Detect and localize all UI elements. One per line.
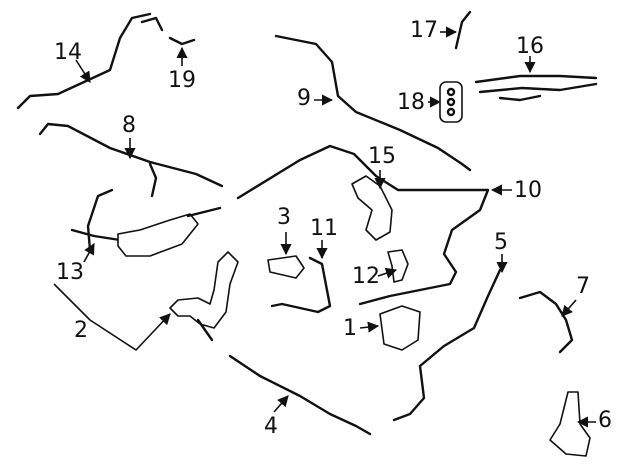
callout-16: 16 [516, 34, 544, 59]
part-17-hose [454, 10, 472, 50]
callout-15: 15 [368, 144, 396, 169]
leader-arrow-14 [75, 59, 91, 83]
leader-arrow-12 [377, 267, 398, 279]
part-15-hose [351, 175, 393, 241]
callout-13: 13 [56, 260, 84, 285]
callout-18: 18 [397, 90, 425, 115]
part-19-elbow [168, 36, 196, 46]
leader-line-2 [53, 283, 170, 352]
part-12-elbow [387, 249, 409, 283]
part-2-hose [169, 251, 239, 342]
part-9-pipe [274, 34, 472, 172]
callout-8: 8 [122, 113, 136, 138]
callout-9: 9 [297, 86, 311, 111]
leader-arrow-4 [273, 395, 289, 413]
leader-arrow-1 [359, 321, 380, 333]
callout-19: 19 [168, 68, 196, 93]
callout-17: 17 [410, 18, 438, 43]
part-11-line [270, 256, 332, 314]
leader-arrow-13 [83, 243, 95, 263]
callout-1: 1 [343, 316, 357, 341]
callout-12: 12 [352, 264, 380, 289]
part-7-pipe [518, 290, 574, 354]
callout-14: 14 [54, 40, 82, 65]
part-1-reservoir [379, 305, 421, 351]
part-13-hose-assembly [70, 188, 222, 257]
part-4-bracket [228, 354, 372, 436]
part-16-pipe-set [474, 74, 598, 102]
callout-3: 3 [277, 205, 291, 230]
callout-6: 6 [598, 408, 612, 433]
part-18-gasket [439, 81, 463, 123]
part-5-pipe [392, 268, 502, 422]
callout-4: 4 [264, 414, 278, 439]
part-10-pipe [236, 144, 490, 306]
callout-7: 7 [576, 274, 590, 299]
leader-arrow-7 [561, 299, 577, 317]
part-3-fitting [267, 255, 305, 279]
part-14-hose [16, 12, 164, 110]
callout-2: 2 [74, 318, 88, 343]
part-6-connector [549, 391, 591, 457]
callout-10: 10 [514, 178, 542, 203]
part-8-tube [38, 122, 224, 198]
callout-5: 5 [494, 230, 508, 255]
callout-11: 11 [310, 216, 338, 241]
